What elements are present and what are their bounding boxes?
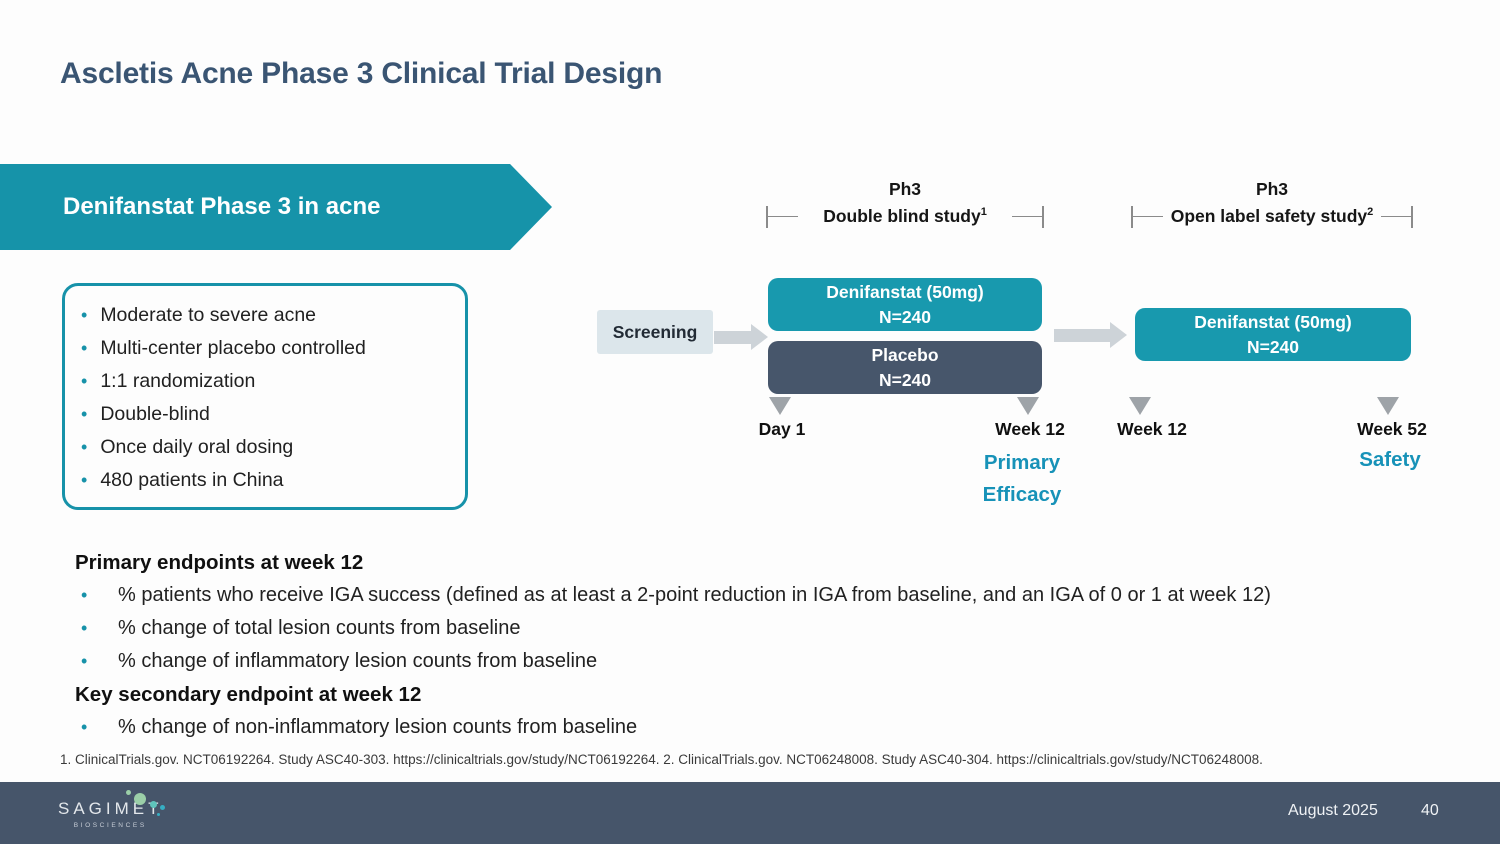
arm-n-label: N=240 [1246,336,1300,357]
bracket-tick-left [766,205,768,228]
bullet-icon: • [81,618,88,638]
bracket-line-left [768,215,798,218]
phase-label: Ph3 [888,179,922,199]
list-item-label: 480 patients in China [100,469,284,491]
study-name-label: Open label safety study2 [1163,206,1381,227]
study-name-text: Open label safety study [1170,206,1368,226]
footer-bar: SAGIMET BIOSCIENCES August 2025 40 [0,782,1500,844]
safety-callout: Safety [1359,448,1421,471]
timeline-label-day1: Day 1 [758,419,806,439]
arm-drug-label: Denifanstat (50mg) [826,281,984,302]
timeline-label-week12-ol: Week 12 [1117,419,1187,439]
bullet-icon: • [81,338,88,358]
banner-arrow: Denifanstat Phase 3 in acne [0,164,552,250]
arm-n-label: N=240 [878,306,932,327]
list-item: • % patients who receive IGA success (def… [75,579,1487,612]
phase-label: Ph3 [1255,179,1289,199]
arm-drug-label: Placebo [871,344,939,365]
arm-denifanstat-double-blind: Denifanstat (50mg) N=240 [768,278,1042,331]
logo-dot-icon [157,813,160,816]
list-item: • Double-blind [81,398,465,431]
bullet-icon: • [81,585,88,605]
list-item: • 1:1 randomization [81,365,465,398]
flow-arrow-icon [1054,322,1127,348]
logo-dot-icon [150,801,157,808]
footer-date: August 2025 [1288,802,1378,819]
list-item: • Moderate to severe acne [81,299,465,332]
timeline-label-week12-db: Week 12 [995,419,1065,439]
list-item-label: % patients who receive IGA success (defi… [118,584,1271,606]
bullet-icon: • [81,470,88,490]
bullet-icon: • [81,371,88,391]
footnote-ref: 2 [1367,206,1374,219]
bracket-line-right [1012,215,1042,218]
open-label-study-header: Ph3 Open label safety study2 [1131,176,1413,230]
arrow-body [1054,328,1110,342]
list-item-label: % change of total lesion counts from bas… [118,617,521,639]
bullet-icon: • [81,305,88,325]
study-name-text: Double blind study [823,206,981,226]
arm-n-label: N=240 [878,369,932,390]
list-item-label: % change of non-inflammatory lesion coun… [118,716,638,738]
logo-dot-icon [126,790,131,795]
arm-drug-label: Denifanstat (50mg) [1194,311,1352,332]
study-name-label: Double blind study1 [798,206,1012,227]
screening-box: Screening [597,310,713,354]
logo-wordmark: SAGIMET [58,799,163,818]
list-item: • Multi-center placebo controlled [81,332,465,365]
list-item-label: Moderate to severe acne [100,304,317,326]
bullet-icon: • [81,717,88,737]
slide-title: Ascletis Acne Phase 3 Clinical Trial Des… [60,57,663,90]
bracket-line-left [1133,215,1163,218]
list-item: • Once daily oral dosing [81,431,465,464]
bullet-icon: • [81,437,88,457]
span-bracket: Double blind study1 [766,203,1044,230]
list-item: • % change of non-inflammatory lesion cou… [75,711,1487,744]
logo-dot-icon [134,793,146,805]
primary-efficacy-line1: Primary [983,451,1061,474]
arrow-head [751,324,768,350]
bracket-tick-right [1411,205,1413,228]
sagimet-logo: SAGIMET BIOSCIENCES [58,799,163,829]
primary-efficacy-callout: Primary Efficacy [983,447,1062,511]
bracket-line-right [1381,215,1411,218]
list-item-label: 1:1 randomization [100,370,256,392]
bullet-icon: • [81,651,88,671]
primary-endpoints-heading: Primary endpoints at week 12 [75,551,364,574]
list-item: • % change of total lesion counts from ba… [75,612,1487,645]
timeline-marker-icon [769,397,791,415]
arrow-body [714,330,751,344]
bullet-icon: • [81,404,88,424]
timeline-label-week52: Week 52 [1357,419,1427,439]
flow-arrow-icon [714,324,768,350]
primary-efficacy-line2: Efficacy [982,483,1062,506]
arm-placebo: Placebo N=240 [768,341,1042,394]
bracket-tick-right [1042,205,1044,228]
arrow-head [1110,322,1127,348]
footnote: 1. ClinicalTrials.gov. NCT06192264. Stud… [60,752,1263,767]
list-item: • 480 patients in China [81,464,465,497]
list-item-label: % change of inflammatory lesion counts f… [118,650,598,672]
endpoints-section: Primary endpoints at week 12 • % patients… [75,546,1487,744]
timeline-marker-icon [1377,397,1399,415]
list-item-label: Double-blind [100,403,210,425]
logo-subtitle: BIOSCIENCES [73,822,147,829]
double-blind-study-header: Ph3 Double blind study1 [766,176,1044,230]
list-item-label: Once daily oral dosing [100,436,294,458]
page-number: 40 [1421,802,1439,819]
list-item-label: Multi-center placebo controlled [100,337,366,359]
timeline-marker-icon [1017,397,1039,415]
footnote-ref: 1 [980,206,987,219]
timeline-marker-icon [1129,397,1151,415]
bracket-tick-left [1131,205,1133,228]
span-bracket: Open label safety study2 [1131,203,1413,230]
secondary-endpoint-heading: Key secondary endpoint at week 12 [75,683,422,706]
banner-label: Denifanstat Phase 3 in acne [63,193,381,220]
arm-denifanstat-open-label: Denifanstat (50mg) N=240 [1135,308,1411,361]
study-characteristics-box: • Moderate to severe acne • Multi-center p… [62,283,468,510]
list-item: • % change of inflammatory lesion counts … [75,645,1487,678]
logo-dot-icon [160,805,165,810]
